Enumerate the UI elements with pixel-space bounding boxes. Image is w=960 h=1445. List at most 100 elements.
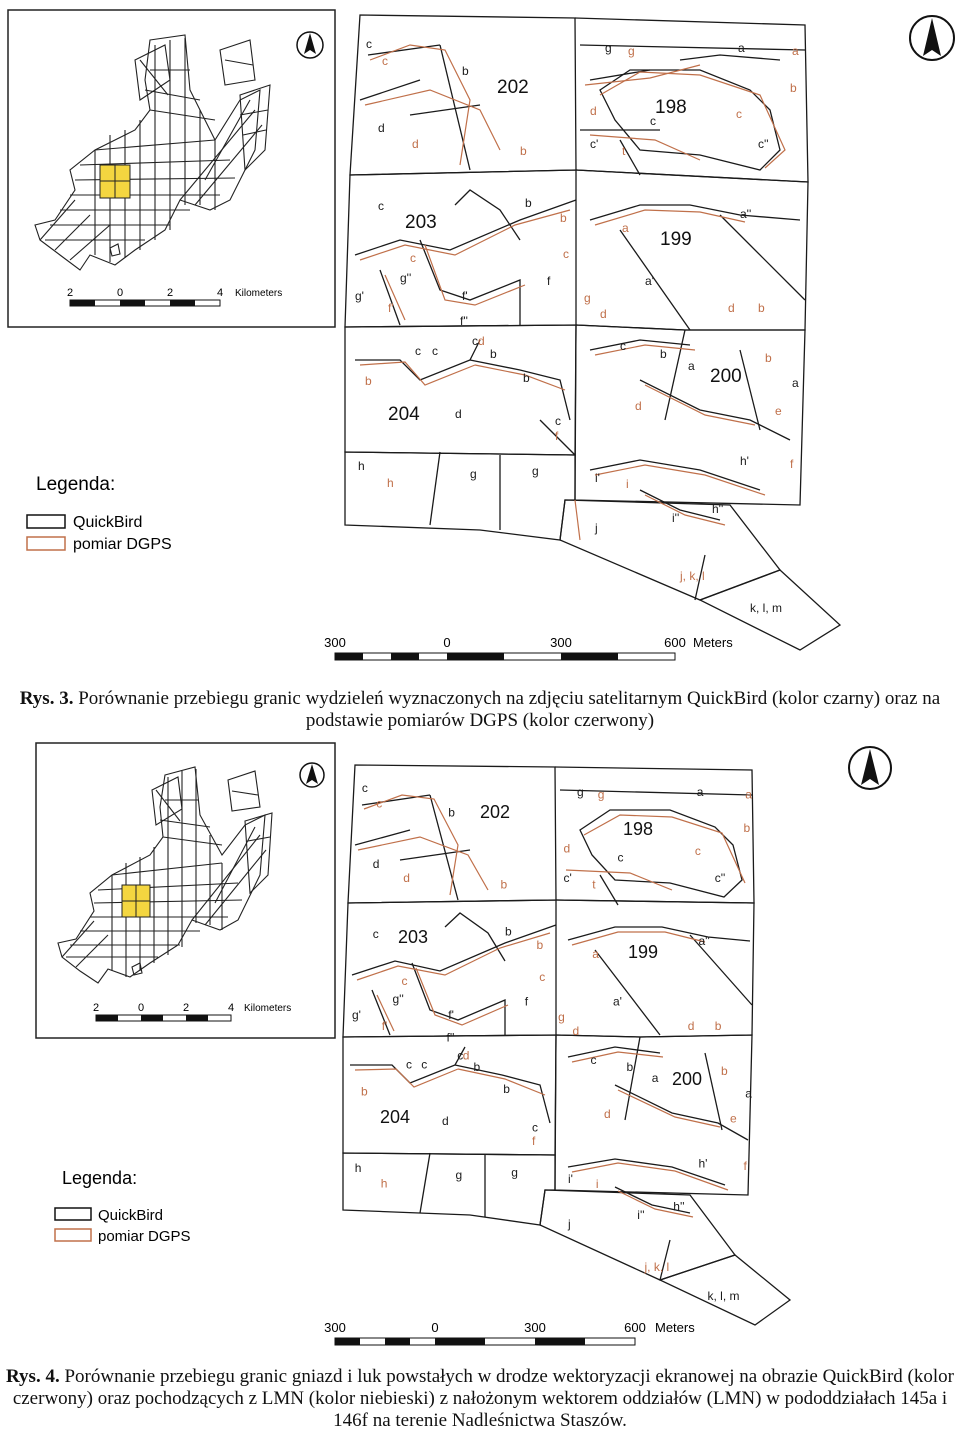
dgps-subcompartment-label: f' xyxy=(388,301,394,315)
compartment-202-2: 202 xyxy=(480,802,510,822)
dgps-subcompartment-label: b xyxy=(715,1019,722,1033)
quickbird-subcompartment-label: g' xyxy=(352,1008,361,1022)
quickbird-subcompartment-label: i' xyxy=(568,1172,573,1186)
quickbird-subcompartment-label: f'' xyxy=(447,1031,455,1045)
dgps-subcompartment-label: b xyxy=(520,144,527,158)
main-scale-label-2: 300 xyxy=(550,635,572,650)
inset-scale-unit-2: Kilometers xyxy=(244,1003,291,1014)
dgps-subcompartment-label: c xyxy=(563,247,569,261)
figure-4: 2 0 2 4 Kilometers xyxy=(0,735,960,1360)
quickbird-subcompartment-label: f xyxy=(547,274,551,288)
dgps-subcompartment-label: f xyxy=(790,457,794,471)
quickbird-subcompartment-label: a xyxy=(697,785,704,799)
quickbird-subcompartment-label: g xyxy=(532,464,539,478)
quickbird-subcompartment-label: c xyxy=(555,414,561,428)
quickbird-subcompartment-label: h'' xyxy=(712,502,723,516)
inset-scale-label-3-2: 4 xyxy=(228,1002,234,1014)
dgps-subcompartment-label: b xyxy=(744,821,751,835)
dgps-subcompartment-label: b xyxy=(560,211,567,225)
quickbird-subcompartment-label: a xyxy=(745,1086,752,1100)
quickbird-subcompartment-label: i' xyxy=(595,471,600,485)
inset-scale-label-2-2: 2 xyxy=(183,1002,189,1014)
quickbird-subcompartment-label: g xyxy=(605,41,612,55)
inset-scale-label-3: 4 xyxy=(217,287,223,299)
inset-scale-label-1: 0 xyxy=(117,287,123,299)
main-scale-label-0-2: 300 xyxy=(324,1320,346,1335)
figure-3-caption: Rys. 3. Porównanie przebiegu granic wydz… xyxy=(0,688,960,732)
dgps-subcompartment-label: b xyxy=(758,301,765,315)
quickbird-subcompartment-label: b xyxy=(474,1060,481,1074)
quickbird-subcompartment-label: c' xyxy=(564,871,572,885)
dgps-subcompartment-label: d xyxy=(600,307,607,321)
dgps-subcompartment-label: e xyxy=(775,404,782,418)
dgps-subcompartment-label: d xyxy=(478,334,485,348)
quickbird-subcompartment-label: f xyxy=(525,995,529,1009)
dgps-subcompartment-label: d xyxy=(590,104,597,118)
quickbird-subcompartment-label: c xyxy=(432,344,438,358)
quickbird-subcompartment-label: c xyxy=(472,334,478,348)
quickbird-subcompartment-label: c xyxy=(406,1058,412,1072)
quickbird-subcompartment-label: c xyxy=(591,1053,597,1067)
inset-north-arrow xyxy=(296,31,324,59)
dgps-subcompartment-label: f' xyxy=(382,1019,388,1033)
inset-north-arrow-2 xyxy=(299,762,325,788)
quickbird-subcompartment-label: b xyxy=(627,1060,634,1074)
legend-title: Legenda: xyxy=(36,474,115,495)
main-north-arrow-2 xyxy=(848,746,892,790)
dgps-subcompartment-label: g xyxy=(628,44,635,58)
inset-scale-bar-2 xyxy=(95,1014,232,1022)
quickbird-subcompartment-label: b xyxy=(490,347,497,361)
main-scale-bar xyxy=(334,652,676,661)
dgps-subcompartment-label: c xyxy=(382,54,388,68)
dgps-subcompartment-label: c xyxy=(376,797,382,811)
dgps-subcompartment-label: c xyxy=(736,107,742,121)
quickbird-subcompartment-label: c xyxy=(378,199,384,213)
quickbird-subcompartment-label: a'' xyxy=(699,934,710,948)
main-map-quickbird-boundaries xyxy=(344,14,842,651)
legend-item-quickbird: QuickBird xyxy=(73,514,142,531)
dgps-subcompartment-label: b xyxy=(765,351,772,365)
dgps-subcompartment-label: a xyxy=(592,947,599,961)
dgps-subcompartment-label: d xyxy=(635,399,642,413)
quickbird-subcompartment-label: c xyxy=(457,1049,463,1063)
main-scale-label-0: 300 xyxy=(324,635,346,650)
main-scale-label-3: 600 xyxy=(664,635,686,650)
figure-4-caption: Rys. 4. Porównanie przebiegu granic gnia… xyxy=(0,1366,960,1432)
quickbird-subcompartment-label: c xyxy=(421,1058,427,1072)
quickbird-subcompartment-label: c xyxy=(532,1121,538,1135)
quickbird-subcompartment-label: b xyxy=(448,806,455,820)
quickbird-subcompartment-label: d xyxy=(455,407,462,421)
dgps-subcompartment-label: d xyxy=(463,1049,470,1063)
quickbird-subcompartment-label: j xyxy=(594,521,598,535)
main-scale-unit-2: Meters xyxy=(655,1320,695,1335)
quickbird-subcompartment-label: b xyxy=(660,347,667,361)
inset-scale-label-0: 2 xyxy=(67,287,73,299)
figure-3-map: 2 0 2 4 Kilometers xyxy=(7,9,955,661)
quickbird-subcompartment-label: d xyxy=(373,857,380,871)
dgps-subcompartment-label: a xyxy=(745,788,752,802)
quickbird-subcompartment-label: a xyxy=(688,359,695,373)
quickbird-subcompartment-label: a xyxy=(652,1071,659,1085)
dgps-subcompartment-label: d xyxy=(728,301,735,315)
dgps-subcompartment-label: c xyxy=(539,970,545,984)
main-scale-label-1-2: 0 xyxy=(431,1320,438,1335)
dgps-subcompartment-label: c xyxy=(402,974,408,988)
compartment-198: 198 xyxy=(655,97,687,118)
quickbird-subcompartment-label: b xyxy=(523,371,530,385)
compartment-numbers-2: 202 198 203 199 204 200 xyxy=(380,802,702,1127)
dgps-subcompartment-label: t xyxy=(622,144,626,158)
dgps-subcompartment-label: f xyxy=(532,1134,536,1148)
main-scale-unit: Meters xyxy=(693,635,733,650)
dgps-subcompartment-label: c xyxy=(695,844,701,858)
figure-4-caption-label: Rys. 4. xyxy=(6,1366,60,1387)
dgps-subcompartment-label: h xyxy=(381,1176,388,1190)
quickbird-subcompartment-label: g xyxy=(577,785,584,799)
figure-4-caption-text: Porównanie przebiegu granic gniazd i luk… xyxy=(12,1366,954,1431)
main-scale-label-2-2: 300 xyxy=(524,1320,546,1335)
dgps-subcompartment-label: t xyxy=(592,878,596,892)
quickbird-subcompartment-label: c xyxy=(650,114,656,128)
quickbird-subcompartment-label: a' xyxy=(613,995,622,1009)
quickbird-subcompartment-label: c' xyxy=(590,137,598,151)
quickbird-subcompartment-label: a' xyxy=(645,274,654,288)
main-scale-bar-2 xyxy=(334,1337,636,1346)
